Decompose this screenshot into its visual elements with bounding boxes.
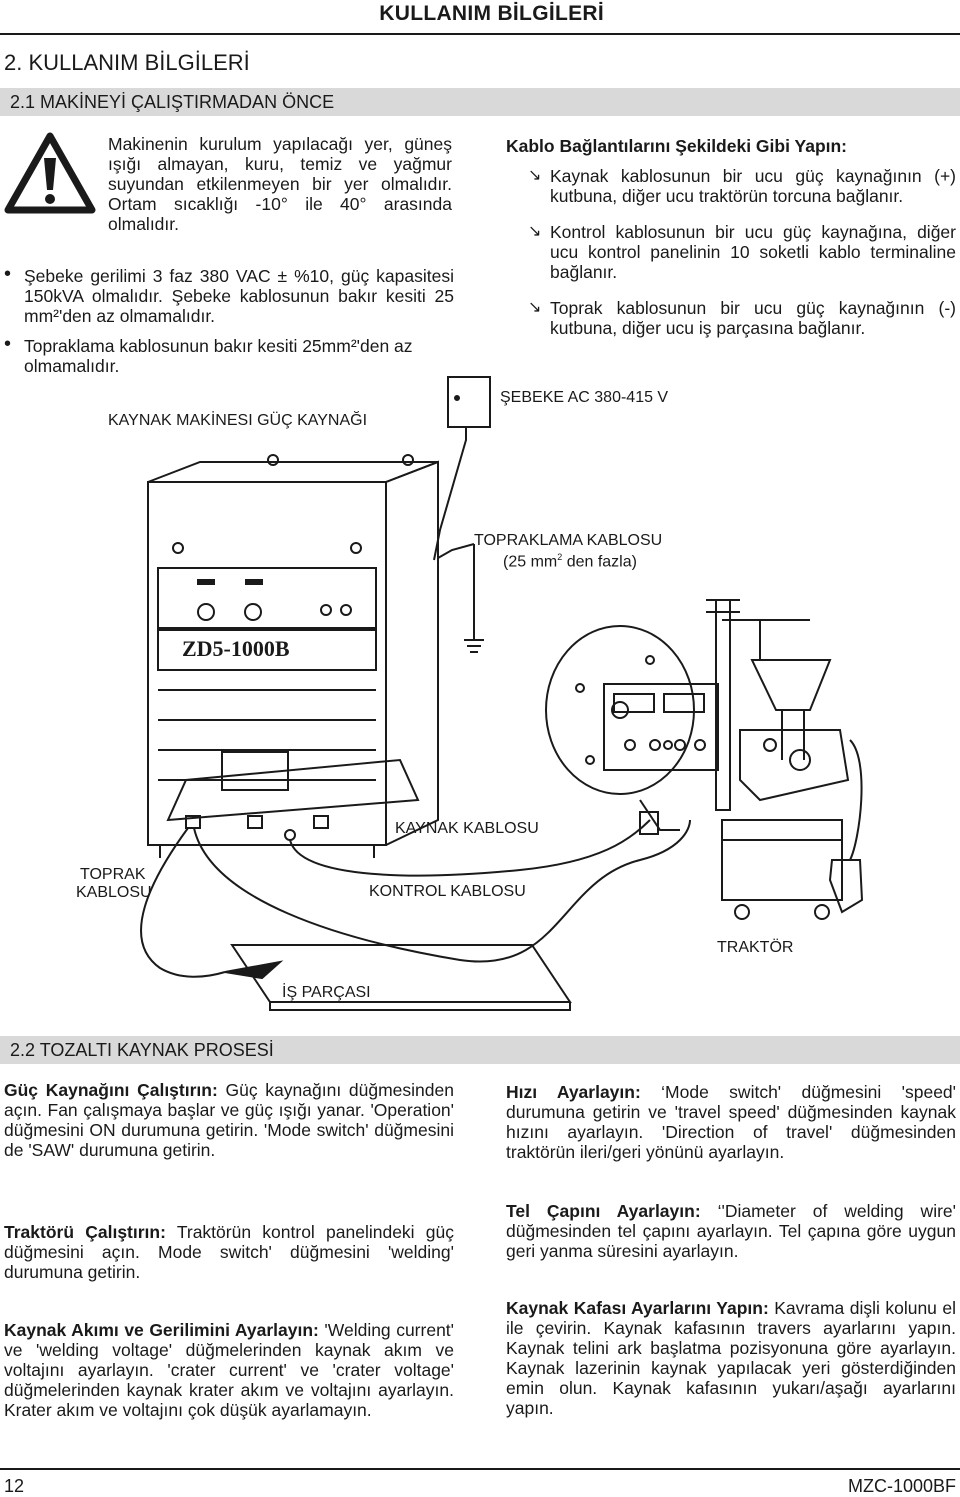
cable-item-text-3: Toprak kablosunun bir ucu güç kaynağının… [550, 298, 956, 338]
para-text: 'Welding current' ve 'welding voltage' d… [4, 1320, 455, 1420]
flux-hopper [750, 659, 832, 711]
footer-rule [0, 1468, 960, 1470]
header-title: KULLANIM BİLGİLERİ [379, 2, 604, 25]
bullet-item: • Topraklama kablosunun bakır kesiti 25m… [4, 333, 454, 376]
warning-text: Makinenin kurulum yapılacağı yer, güneş … [108, 134, 452, 234]
wire-reel [545, 625, 695, 795]
bullet-dot-icon: • [4, 333, 12, 355]
label-mains: ŞEBEKE AC 380-415 V [500, 389, 669, 406]
bullet-item: • Şebeke gerilimi 3 faz 380 VAC ± %10, g… [4, 263, 454, 326]
label-earth-cable-2: KABLOSU [76, 884, 152, 901]
clamp [224, 960, 284, 980]
weld-cable-path [193, 819, 691, 963]
para-text: ‘Mode switch' düğmesini 'speed' durumuna… [506, 1082, 956, 1162]
para-right-1: Hızı Ayarlayın: ‘Mode switch' düğmesini … [506, 1082, 956, 1162]
bullet-text-2: Topraklama kablosunun bakır kesiti 25mm²… [24, 336, 413, 376]
cable-item-text-1: Kaynak kablosunun bir ucu güç kaynağının… [550, 166, 956, 206]
subsection-bar-2: 2.2 TOZALTI KAYNAK PROSESİ [0, 1036, 960, 1064]
cable-item: ↘ Toprak kablosunun bir ucu güç kaynağın… [528, 298, 956, 338]
footer-model: MZC-1000BF [847, 1476, 956, 1496]
cable-item: ↘ Kontrol kablosunun bir ucu güç kaynağı… [528, 222, 956, 282]
label-control-cable: KONTROL KABLOSU [369, 883, 526, 900]
ground-symbol [464, 639, 484, 653]
earth-cable-path [140, 827, 226, 978]
label-workpiece: İŞ PARÇASI [282, 984, 371, 1001]
para-left-3: Kaynak Akımı ve Gerilimini Ayarlayın: 'W… [4, 1320, 454, 1420]
para-lead: Kaynak Akımı ve Gerilimini Ayarlayın: [4, 1320, 319, 1340]
para-text: Kavrama dişli kolunu el ile çevirin. Kay… [506, 1298, 956, 1418]
cabinet-flap [166, 758, 420, 822]
arrow-icon: ↘ [528, 167, 542, 184]
label-model-plate: ZD5-1000B [182, 636, 290, 661]
section-title: 2. KULLANIM BİLGİLERİ [4, 50, 250, 75]
subsection-bar-1: 2.1 MAKİNEYİ ÇALIŞTIRMADAN ÖNCE [0, 88, 960, 116]
arrow-icon: ↘ [528, 299, 542, 316]
label-tractor: TRAKTÖR [717, 939, 794, 956]
para-text: Güç kaynağını düğmesinden açın. Fan çalı… [4, 1080, 454, 1160]
label-ground-cable-2: (25 mm2 den fazla) [503, 552, 637, 571]
header-rule [0, 33, 960, 35]
bullet-dot-icon: • [4, 263, 12, 285]
control-panel [603, 683, 719, 771]
tractor-body [721, 819, 843, 901]
para-lead: Hızı Ayarlayın: [506, 1082, 641, 1102]
para-lead: Kaynak Kafası Ayarlarını Yapın: [506, 1298, 769, 1318]
mains-box [447, 376, 491, 428]
para-lead: Güç Kaynağını Çalıştırın: [4, 1080, 218, 1100]
warning-triangle-icon [4, 132, 96, 214]
connection-diagram [140, 376, 864, 1011]
label-ground-cable-1: TOPRAKLAMA KABLOSU [474, 532, 663, 549]
label-weld-cable: KAYNAK KABLOSU [395, 820, 539, 837]
para-left-2: Traktörü Çalıştırın: Traktörün kontrol p… [4, 1222, 454, 1282]
subsection-title-2: 2.2 TOZALTI KAYNAK PROSESİ [10, 1040, 274, 1060]
para-right-2: Tel Çapını Ayarlayın: ‘'Diameter of weld… [506, 1201, 956, 1261]
para-text: Traktörün kontrol panelindeki güç düğmes… [4, 1222, 454, 1282]
cable-item: ↘ Kaynak kablosunun bir ucu güç kaynağın… [528, 166, 956, 206]
cable-item-text-2: Kontrol kablosunun bir ucu güç kaynağına… [550, 222, 956, 282]
para-left-1: Güç Kaynağını Çalıştırın: Güç kaynağını … [4, 1080, 454, 1160]
para-lead: Tel Çapını Ayarlayın: [506, 1201, 701, 1221]
label-power-source: KAYNAK MAKİNESI GÜÇ KAYNAĞI [108, 412, 368, 429]
page-number: 12 [4, 1476, 25, 1496]
arrow-icon: ↘ [528, 223, 542, 240]
subsection-title-1: 2.1 MAKİNEYİ ÇALIŞTIRMADAN ÖNCE [10, 92, 335, 112]
label-earth-cable-1: TOPRAK [80, 866, 146, 883]
cabinet-side [385, 460, 439, 846]
para-text: ‘'Diameter of welding wire' düğmesinden … [506, 1201, 956, 1261]
control-cable-path [289, 819, 651, 877]
para-right-3: Kaynak Kafası Ayarlarını Yapın: Kavrama … [506, 1298, 956, 1418]
cables-title: Kablo Bağlantılarını Şekildeki Gibi Yapı… [506, 136, 848, 156]
para-lead: Traktörü Çalıştırın: [4, 1222, 166, 1242]
bullet-text-1: Şebeke gerilimi 3 faz 380 VAC ± %10, güç… [24, 266, 454, 326]
